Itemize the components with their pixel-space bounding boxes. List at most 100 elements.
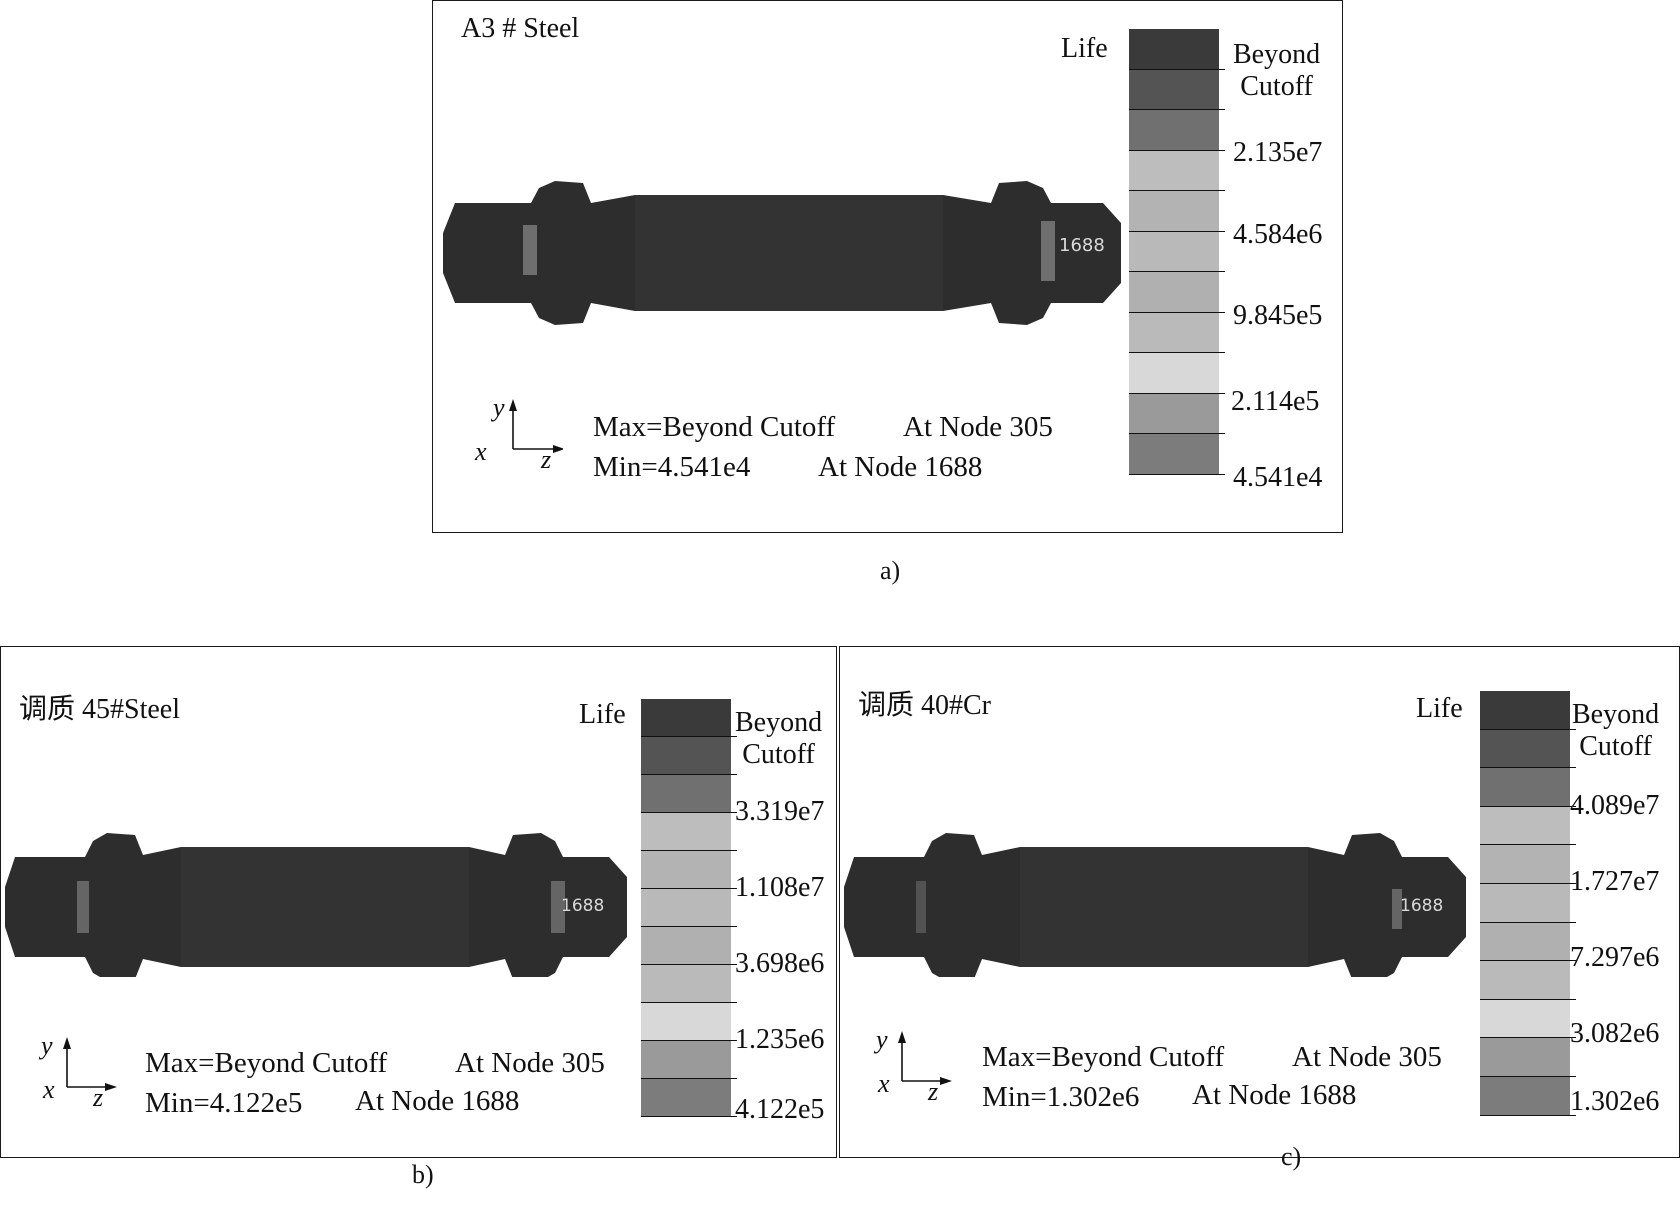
legend-swatch	[1129, 191, 1219, 232]
axis-x-label: x	[878, 1069, 890, 1098]
color-legend	[1129, 29, 1225, 475]
legend-swatch	[1480, 1076, 1570, 1116]
legend-value-4: 1.235e6	[735, 1024, 825, 1055]
legend-swatch	[641, 965, 731, 1003]
legend-value-3: 7.297e6	[1570, 942, 1660, 973]
legend-swatch	[1129, 272, 1219, 313]
legend-swatch	[1129, 434, 1219, 475]
legend-swatch	[641, 775, 731, 813]
legend-tick	[1219, 311, 1225, 313]
legend-swatch	[641, 927, 731, 965]
legend-tick	[1219, 352, 1225, 353]
max-line: Max=Beyond Cutoff	[145, 1047, 388, 1079]
legend-value-3: 9.845e5	[1233, 300, 1323, 331]
color-legend	[1480, 691, 1576, 1116]
node-label: 1688	[1400, 896, 1443, 916]
legend-tick	[731, 1002, 737, 1003]
legend-title: Life	[579, 699, 626, 730]
legend-swatch	[1480, 845, 1570, 884]
legend-value-2: 4.584e6	[1233, 219, 1323, 250]
legend-title: Life	[1416, 693, 1463, 724]
panel-a3-steel: A3 # Steel 1688 y x z Max=Beyond Cutoff …	[432, 0, 1343, 533]
legend-tick	[731, 926, 737, 927]
legend-value-5: 4.122e5	[735, 1094, 825, 1125]
legend-tick	[1570, 960, 1576, 962]
legend-tick	[731, 1040, 737, 1041]
panel-title: A3 # Steel	[461, 13, 580, 44]
legend-value-3: 3.698e6	[735, 948, 825, 979]
legend-swatch	[1480, 883, 1570, 923]
axis-x-label: x	[475, 437, 487, 466]
axis-y-label: y	[41, 1031, 53, 1060]
legend-swatch	[1129, 393, 1219, 434]
axis-triad: y x z	[31, 1031, 121, 1112]
result-stats: Max=Beyond Cutoff Min=4.122e5 At Node 30…	[145, 1043, 605, 1123]
legend-value-4: 3.082e6	[1570, 1018, 1660, 1049]
shaft-model: 1688	[443, 181, 1121, 325]
legend-swatch	[1480, 729, 1570, 769]
axis-y-label: y	[876, 1025, 888, 1054]
caption-b: b)	[412, 1160, 434, 1189]
legend-tick	[1219, 230, 1225, 232]
legend-swatch	[1129, 231, 1219, 272]
caption-a: a)	[880, 556, 901, 585]
min-node: At Node 1688	[355, 1085, 520, 1117]
legend-swatch	[1129, 150, 1219, 191]
legend-swatch	[641, 1003, 731, 1041]
legend-tick	[1219, 433, 1225, 434]
shaft-model: 1688	[5, 833, 627, 977]
panel-40cr: 调质 40#Cr 1688 y x z Max=Beyond Cutoff Mi…	[839, 646, 1680, 1158]
axis-z-label: z	[541, 445, 552, 474]
legend-tick	[1219, 271, 1225, 272]
legend-swatch	[641, 699, 731, 737]
legend-tick	[731, 1116, 737, 1117]
legend-value-4: 2.114e5	[1231, 386, 1320, 417]
legend-swatch	[1480, 768, 1570, 807]
legend-tick	[1219, 392, 1225, 394]
legend-title: Life	[1061, 33, 1108, 64]
legend-swatch	[1129, 110, 1219, 151]
legend-tick	[731, 964, 737, 965]
legend-swatch	[1129, 353, 1219, 394]
max-line: Max=Beyond Cutoff	[982, 1041, 1225, 1073]
legend-tick	[1219, 109, 1225, 110]
legend-value-1: 2.135e7	[1233, 137, 1323, 168]
caption-c: c)	[1281, 1142, 1302, 1171]
legend-swatch	[641, 851, 731, 889]
node-label: 1688	[561, 896, 604, 916]
legend-tick	[1219, 68, 1225, 70]
legend-value-1: 3.319e7	[735, 796, 825, 827]
axis-z-label: z	[928, 1077, 939, 1106]
legend-tick	[1570, 1076, 1576, 1077]
axis-triad: y x z	[473, 393, 563, 474]
max-line: Max=Beyond Cutoff	[593, 411, 836, 443]
legend-tick	[1219, 473, 1225, 475]
legend-value-5: 4.541e4	[1233, 462, 1323, 493]
node-label: 1688	[1059, 235, 1105, 256]
max-node: At Node 305	[455, 1047, 605, 1079]
legend-tick	[731, 774, 737, 775]
legend-tick	[1570, 767, 1576, 769]
legend-tick	[731, 736, 737, 737]
legend-value-2: 1.108e7	[735, 872, 825, 903]
min-line: Min=4.122e5	[145, 1087, 303, 1119]
legend-swatch	[1129, 312, 1219, 353]
legend-tick	[1570, 1114, 1576, 1116]
min-line: Min=1.302e6	[982, 1081, 1140, 1113]
legend-swatch	[1480, 922, 1570, 962]
legend-tick	[1570, 844, 1576, 846]
panel-45-steel: 调质 45#Steel 1688 y x z Max=Beyond Cutoff…	[0, 646, 837, 1158]
legend-tick	[731, 850, 737, 851]
axis-triad: y x z	[866, 1025, 956, 1106]
min-line: Min=4.541e4	[593, 451, 751, 483]
max-node: At Node 305	[1292, 1041, 1442, 1073]
legend-swatch	[1129, 69, 1219, 110]
legend-tick	[1570, 921, 1576, 923]
axis-z-label: z	[93, 1083, 104, 1112]
legend-tick	[1570, 1037, 1576, 1039]
legend-swatch	[1129, 29, 1219, 70]
legend-swatch	[1480, 961, 1570, 1000]
